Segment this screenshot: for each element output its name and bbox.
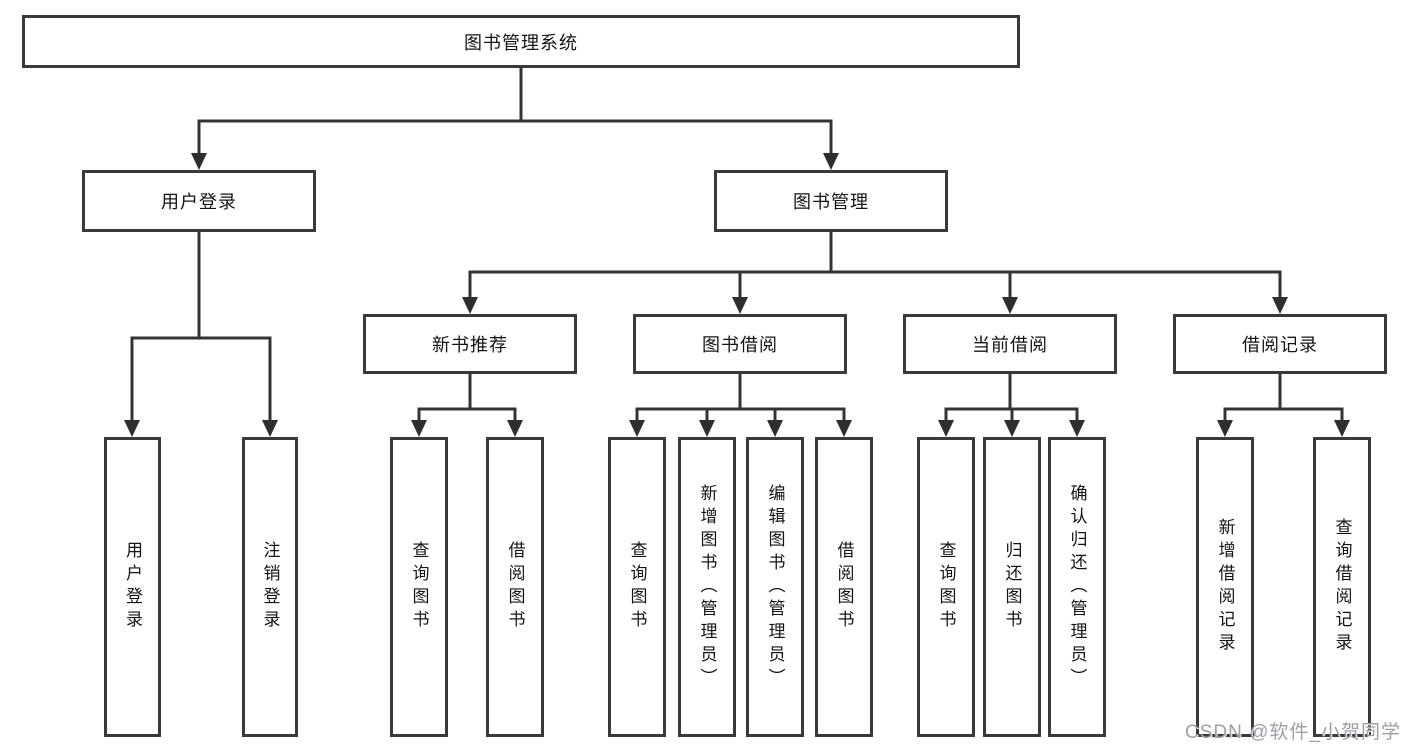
node-library-management-system: 图书管理系统 — [22, 15, 1020, 68]
csdn-watermark: CSDN @软件_小贺同学 — [1185, 722, 1401, 743]
leaf-logout: 注销登录 — [242, 437, 298, 737]
node-new-book-recommend: 新书推荐 — [363, 314, 577, 374]
leaf-borrow-books-borrowing: 借阅图书 — [815, 437, 873, 737]
leaf-borrow-books-recommend: 借阅图书 — [486, 437, 544, 737]
node-current-borrowing: 当前借阅 — [903, 314, 1117, 374]
leaf-add-book-admin: 新增图书（管理员） — [678, 437, 736, 737]
node-borrowing-records: 借阅记录 — [1173, 314, 1387, 374]
leaf-user-login: 用户登录 — [104, 437, 161, 737]
node-book-management: 图书管理 — [714, 170, 948, 232]
node-user-login: 用户登录 — [82, 170, 316, 232]
leaf-query-books-current: 查询图书 — [917, 437, 975, 737]
leaf-query-books-borrowing: 查询图书 — [608, 437, 666, 737]
node-book-borrowing: 图书借阅 — [633, 314, 847, 374]
leaf-return-book: 归还图书 — [983, 437, 1041, 737]
leaf-confirm-return-admin: 确认归还（管理员） — [1048, 437, 1106, 737]
leaf-query-borrow-record: 查询借阅记录 — [1313, 437, 1371, 737]
leaf-add-borrow-record: 新增借阅记录 — [1196, 437, 1254, 737]
leaf-query-books-recommend: 查询图书 — [390, 437, 448, 737]
leaf-edit-book-admin: 编辑图书（管理员） — [746, 437, 804, 737]
